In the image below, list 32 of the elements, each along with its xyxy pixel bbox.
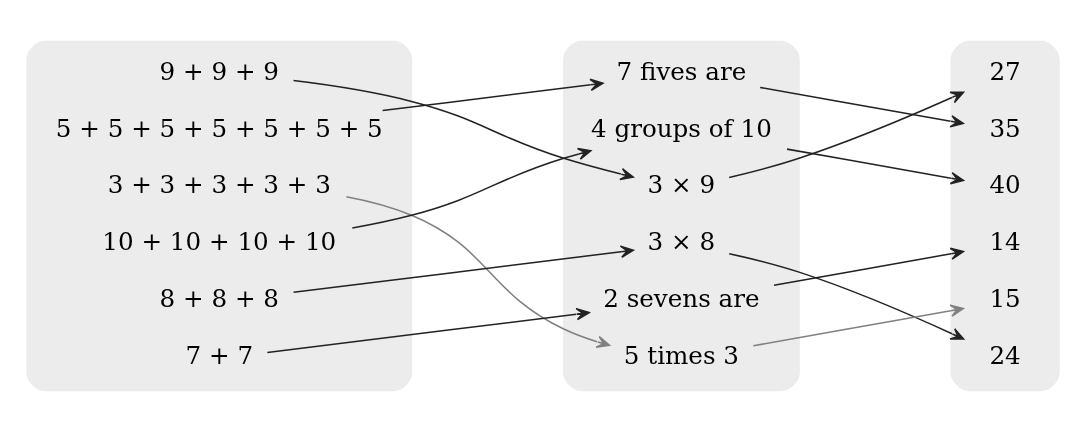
node-text: 10 + 10 + 10 + 10 bbox=[102, 227, 337, 257]
arrow bbox=[381, 78, 604, 112]
arrow bbox=[292, 245, 635, 294]
node-text: 3 + 3 + 3 + 3 + 3 bbox=[107, 170, 331, 200]
node-text: 27 bbox=[989, 56, 1021, 86]
node-text: 5 + 5 + 5 + 5 + 5 + 5 + 5 bbox=[55, 113, 383, 143]
node-text: 3 × 9 bbox=[647, 170, 716, 200]
arrow bbox=[345, 195, 611, 348]
arrow bbox=[728, 252, 965, 340]
node-text: 7 fives are bbox=[616, 56, 747, 86]
arrow bbox=[266, 307, 590, 354]
arrow bbox=[351, 147, 592, 229]
arrow bbox=[786, 148, 965, 185]
cluster bbox=[563, 40, 800, 392]
node-text: 2 sevens are bbox=[603, 284, 760, 314]
node-text: 5 times 3 bbox=[623, 341, 739, 371]
node-text: 24 bbox=[989, 341, 1021, 371]
arrow bbox=[752, 304, 964, 347]
node-text: 8 + 8 + 8 bbox=[159, 284, 279, 314]
arrow bbox=[759, 86, 964, 128]
arrow bbox=[773, 247, 965, 286]
arrow bbox=[292, 79, 634, 181]
node-text: 15 bbox=[989, 284, 1021, 314]
node-text: 3 × 8 bbox=[647, 227, 716, 257]
cluster bbox=[26, 40, 413, 392]
node-text: 14 bbox=[989, 227, 1021, 257]
arrow bbox=[728, 91, 965, 179]
node-text: 9 + 9 + 9 bbox=[159, 56, 279, 86]
node-text: 35 bbox=[989, 113, 1021, 143]
node-text: 4 groups of 10 bbox=[590, 113, 772, 143]
node-text: 7 + 7 bbox=[185, 341, 254, 371]
node-text: 40 bbox=[989, 170, 1021, 200]
